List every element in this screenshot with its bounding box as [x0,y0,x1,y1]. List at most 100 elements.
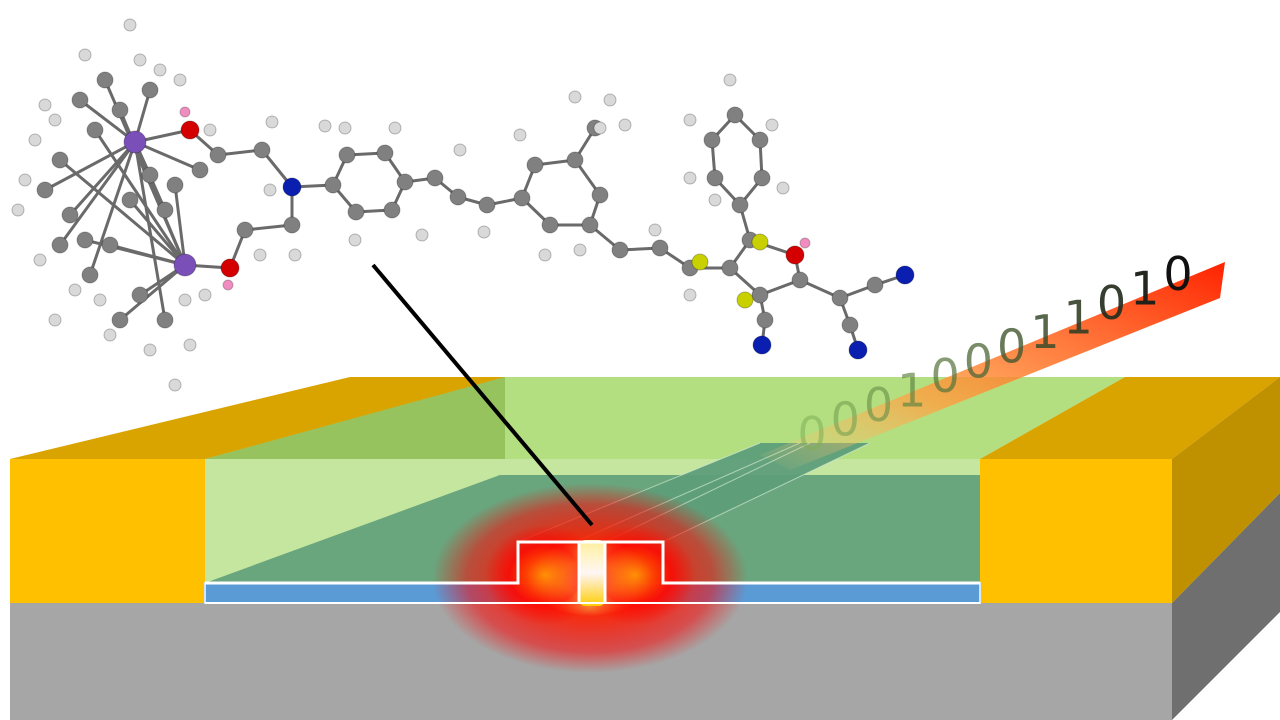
molecule-atom [96,71,114,89]
molecule-atom [618,118,632,132]
molecule-atom [396,173,414,191]
molecule-structure-icon [11,18,915,392]
molecule-atom [785,245,805,265]
molecule-atom [156,311,174,329]
molecule-atom [141,81,159,99]
molecule-atom [191,161,209,179]
molecule-bond [59,158,186,267]
molecule-atom [776,181,790,195]
molecule-bond [88,141,137,276]
bit-digit: 1 [897,363,926,417]
molecule-atom [236,221,254,239]
molecule-atom [178,293,192,307]
molecule-atom [752,335,772,355]
molecule-atom [683,288,697,302]
bit-digit: 1 [1130,262,1159,316]
molecule-atom [721,259,739,277]
molecule-atom [751,233,769,251]
molecule-atom [415,228,429,242]
molecule-atom [198,288,212,302]
molecule-atom [168,378,182,392]
pointer-line [371,263,594,527]
molecule-atom [36,181,54,199]
molecule-atom [731,196,749,214]
molecule-atom [28,133,42,147]
molecule-atom [68,283,82,297]
molecule-atom [581,216,599,234]
molecule-atom [541,216,559,234]
molecule-atom [866,276,884,294]
molecule-atom [751,286,769,304]
molecule-atom [131,286,149,304]
molecule-bond [133,141,167,321]
bit-digit: 0 [864,378,893,432]
bit-digit: 1 [1030,305,1059,359]
molecule-atom [121,191,139,209]
bitstream-arrow-icon [760,262,1225,470]
molecule-atom [153,63,167,77]
molecule-atom [338,121,352,135]
molecule-atom [253,248,267,262]
molecule-atom [71,91,89,109]
molecule-atom [848,340,868,360]
molecule-bond [79,98,136,144]
molecule-atom [648,223,662,237]
molecule-atom [703,131,721,149]
molecule-atom [123,18,137,32]
molecule-atom [283,216,301,234]
substrate-side [1172,493,1280,720]
molecule-atom [81,266,99,284]
waveguide-outline [205,540,980,585]
molecule-atom [209,146,227,164]
molecule-bond [58,141,137,246]
molecule-atom [566,151,584,169]
molecule-atom [33,253,47,267]
molecule-atom [683,171,697,185]
bit-digit: 0 [930,349,959,403]
molecule-atom [573,243,587,257]
molecule-atom [831,289,849,307]
molecule-atom [282,177,302,197]
molecule-atom [183,338,197,352]
molecule-atom [173,253,197,277]
bit-digit: 0 [964,334,993,388]
molecule-atom [706,169,724,187]
molecule-atom [103,328,117,342]
molecule-atom [538,248,552,262]
molecule-atom [11,203,25,217]
molecule-atom [513,189,531,207]
molecule-atom [173,73,187,87]
molecule-atom [318,119,332,133]
molecule-atom [347,203,365,221]
bit-digit: 1 [1064,291,1093,345]
molecule-atom [156,201,174,219]
molecule-atom [478,196,496,214]
right-electrode [980,377,1280,603]
molecule-atom [526,156,544,174]
molecule-bond [68,141,137,216]
bit-digit: 0 [1163,247,1192,301]
molecule-atom [48,113,62,127]
molecule-atom [691,253,709,271]
molecule-atom [253,141,271,159]
left-electrode [10,377,505,603]
molecule-atom [895,265,915,285]
molecule-atom [513,128,527,142]
molecule-atom [753,169,771,187]
bit-digit: 0 [1097,276,1126,330]
right-electrode-front [980,459,1172,603]
molecule-atom [18,173,32,187]
molecule-atom [388,121,402,135]
molecule-atom [453,143,467,157]
molecule-atom [51,236,69,254]
molecule-atom [799,237,811,249]
molecule-atom [265,115,279,129]
molecule-bond [134,140,201,172]
molecule-atom [180,120,200,140]
molecule-atom [765,118,779,132]
molecule-atom [111,101,129,119]
molecule-atom [708,193,722,207]
molecule-atom [376,144,394,162]
